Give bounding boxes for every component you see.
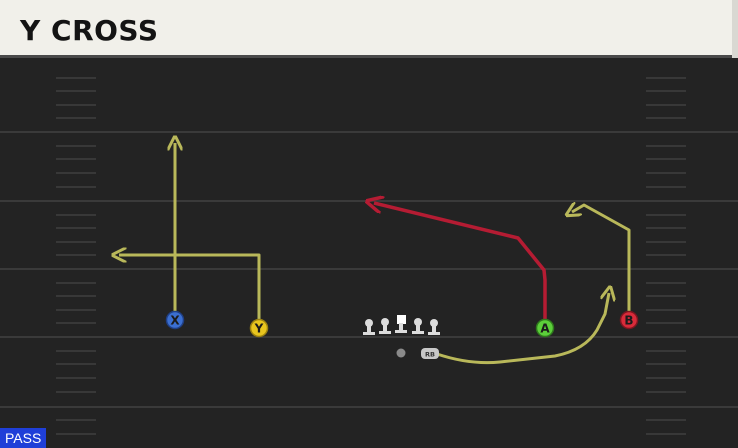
receiver-x-label: X — [170, 314, 180, 328]
play-title: Y CROSS — [20, 14, 159, 47]
lineman-icon — [412, 318, 424, 334]
lineman-icon — [363, 319, 375, 335]
receiver-b[interactable]: B — [619, 310, 639, 330]
header-corner — [732, 0, 738, 58]
play-type-badge: PASS — [0, 428, 47, 448]
offensive-line — [363, 315, 440, 335]
play-field: RB X Y A B — [0, 77, 738, 435]
running-back[interactable]: RB — [421, 348, 439, 359]
yard-lines — [0, 131, 738, 408]
lineman-icon — [379, 318, 391, 334]
play-header: Y CROSS — [0, 0, 738, 58]
receiver-y[interactable]: Y — [249, 318, 269, 338]
receiver-a[interactable]: A — [535, 318, 555, 338]
route-b-comeback — [572, 205, 631, 318]
receiver-x[interactable]: X — [165, 310, 185, 330]
quarterback-icon[interactable] — [396, 348, 406, 358]
receiver-b-label: B — [624, 314, 633, 328]
lineman-icon — [428, 319, 440, 335]
rb-label: RB — [425, 351, 435, 359]
hash-marks-left — [56, 77, 96, 435]
center-icon — [395, 315, 407, 333]
hash-marks-right — [646, 77, 686, 435]
route-y-corner-in — [119, 255, 261, 325]
route-a-post — [374, 203, 547, 325]
route-rb-wheel — [436, 293, 609, 365]
receiver-y-label: Y — [254, 322, 264, 336]
receiver-a-label: A — [540, 322, 550, 336]
